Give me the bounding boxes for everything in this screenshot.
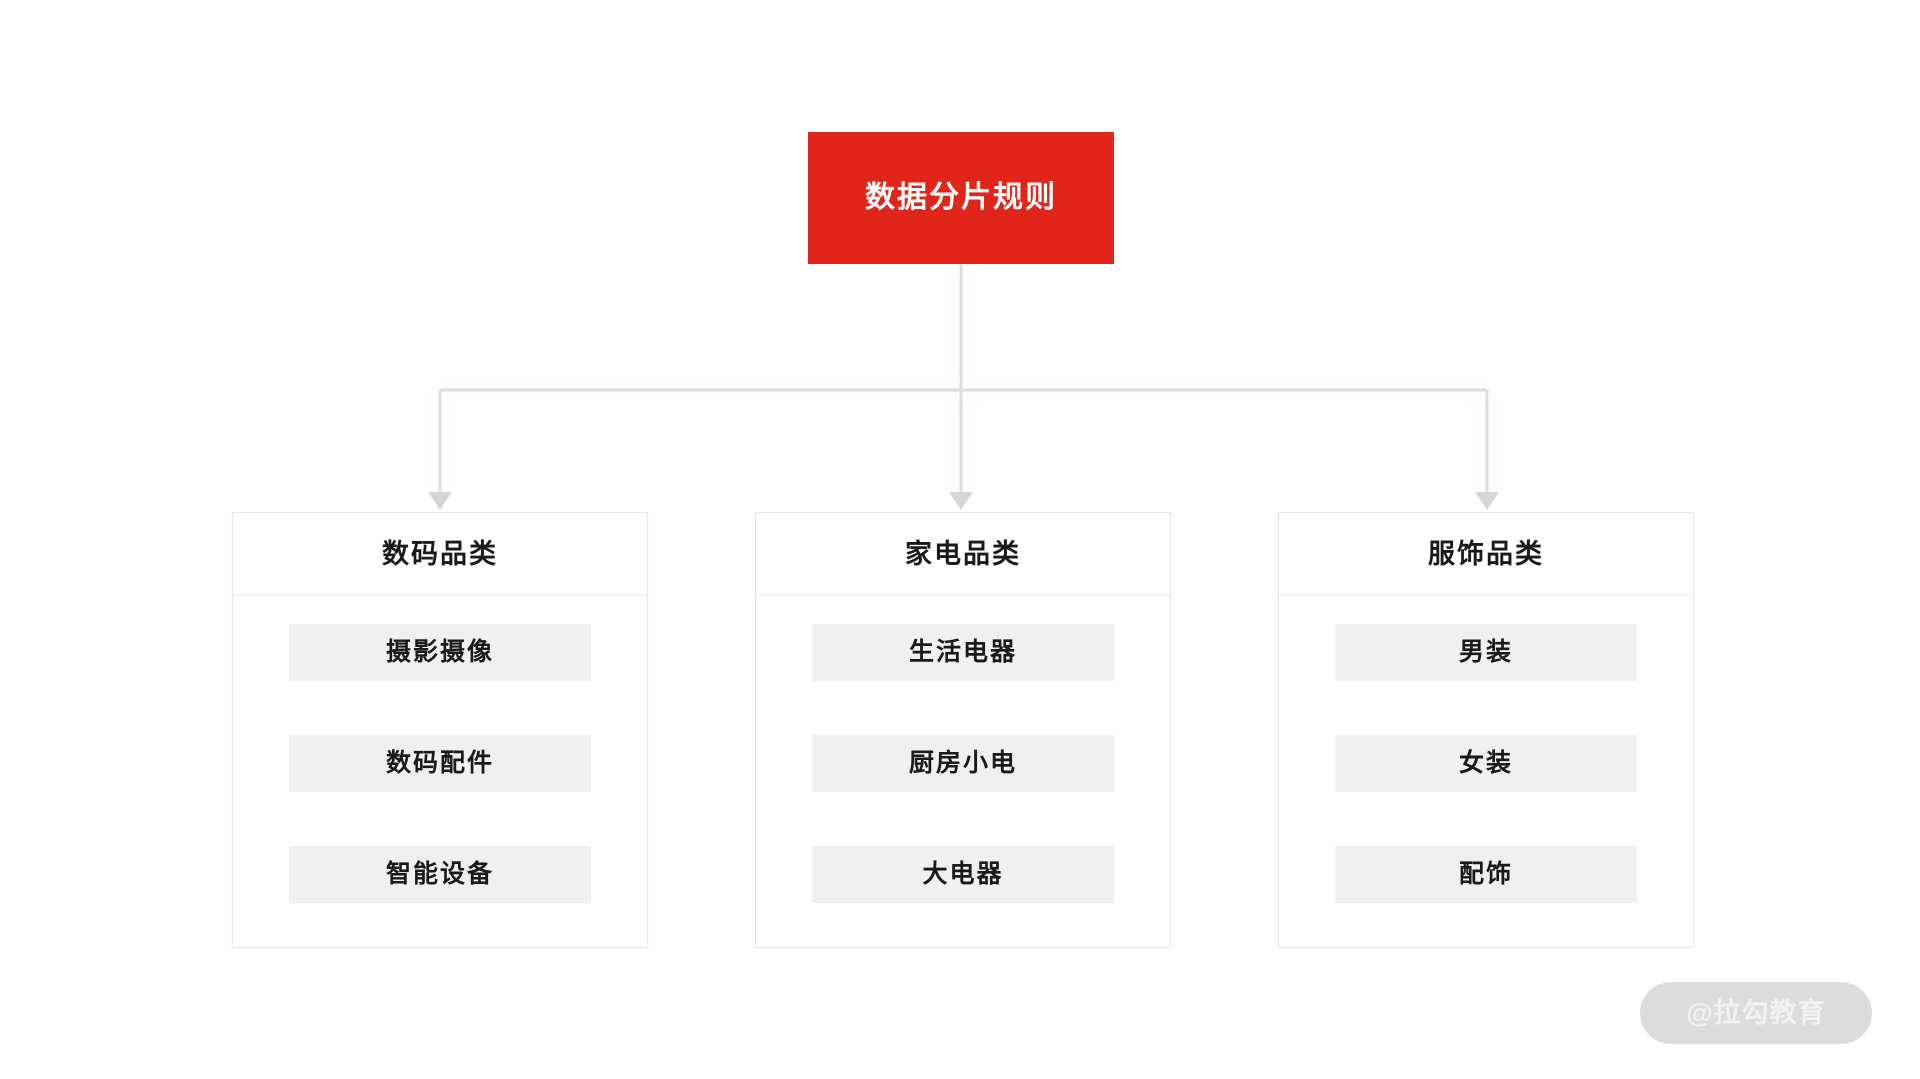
category-item-label: 女装 [1458, 749, 1513, 777]
category-card-body: 摄影摄像 数码配件 智能设备 [233, 596, 647, 903]
category-item[interactable]: 智能设备 [289, 846, 591, 903]
category-item-label: 厨房小电 [908, 749, 1017, 777]
category-card-header: 数码品类 [233, 513, 647, 596]
arrowhead-icon-1 [949, 492, 973, 510]
watermark-text: @拉勾教育 [1686, 997, 1826, 1028]
connector-glow [435, 264, 1492, 505]
category-item[interactable]: 大电器 [812, 846, 1114, 903]
category-item[interactable]: 摄影摄像 [289, 624, 591, 681]
category-card-apparel[interactable]: 服饰品类 男装 女装 配饰 [1278, 512, 1694, 948]
category-item-label: 摄影摄像 [385, 638, 494, 666]
category-item-label: 智能设备 [385, 860, 494, 888]
root-node-label: 数据分片规则 [865, 181, 1057, 214]
category-item[interactable]: 男装 [1335, 624, 1637, 681]
root-node[interactable]: 数据分片规则 [808, 132, 1114, 264]
category-item-label: 大电器 [922, 860, 1004, 888]
arrowhead-icon-0 [428, 492, 452, 510]
watermark-badge: @拉勾教育 [1640, 982, 1872, 1044]
category-item-label: 数码配件 [385, 749, 494, 777]
category-item-label: 生活电器 [908, 638, 1017, 666]
category-item[interactable]: 数码配件 [289, 735, 591, 792]
category-item[interactable]: 生活电器 [812, 624, 1114, 681]
category-card-body: 男装 女装 配饰 [1279, 596, 1693, 903]
category-card-appliance[interactable]: 家电品类 生活电器 厨房小电 大电器 [755, 512, 1171, 948]
category-item[interactable]: 厨房小电 [812, 735, 1114, 792]
category-title: 服饰品类 [1428, 538, 1544, 569]
category-title: 家电品类 [905, 538, 1021, 569]
category-item[interactable]: 配饰 [1335, 846, 1637, 903]
category-card-body: 生活电器 厨房小电 大电器 [756, 596, 1170, 903]
arrowhead-icon-2 [1475, 492, 1499, 510]
category-card-digital[interactable]: 数码品类 摄影摄像 数码配件 智能设备 [232, 512, 648, 948]
category-card-header: 服饰品类 [1279, 513, 1693, 596]
category-title: 数码品类 [382, 538, 498, 569]
category-item[interactable]: 女装 [1335, 735, 1637, 792]
category-item-label: 男装 [1458, 638, 1513, 666]
category-item-label: 配饰 [1458, 860, 1513, 888]
category-card-header: 家电品类 [756, 513, 1170, 596]
